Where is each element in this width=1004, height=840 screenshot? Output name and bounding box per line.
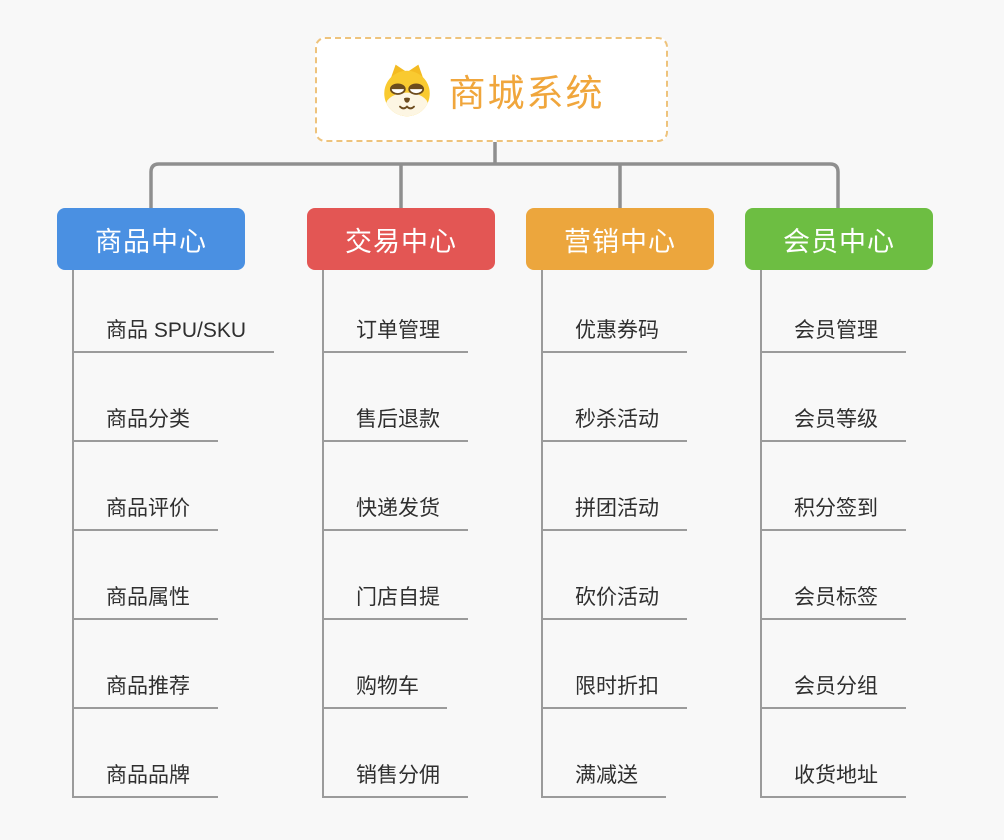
branch-node-member-center[interactable]: 会员中心	[745, 208, 933, 270]
leaf-node[interactable]: 秒杀活动	[543, 353, 687, 442]
leaf-node[interactable]: 收货地址	[762, 709, 906, 798]
leaf-node[interactable]: 商品推荐	[74, 620, 274, 709]
leaf-label: 积分签到	[762, 492, 906, 531]
leaf-label: 门店自提	[324, 581, 468, 620]
leaf-node[interactable]: 会员管理	[762, 264, 906, 353]
leaf-node[interactable]: 优惠券码	[543, 264, 687, 353]
product-center-children: 商品 SPU/SKU 商品分类 商品评价 商品属性 商品推荐 商品品牌	[72, 264, 275, 798]
leaf-label: 砍价活动	[543, 581, 687, 620]
leaf-node[interactable]: 会员标签	[762, 531, 906, 620]
leaf-node[interactable]: 会员分组	[762, 620, 906, 709]
leaf-label: 售后退款	[324, 403, 468, 442]
leaf-label: 优惠券码	[543, 314, 687, 353]
marketing-center-children: 优惠券码 秒杀活动 拼团活动 砍价活动 限时折扣 满减送	[541, 264, 687, 798]
leaf-node[interactable]: 商品评价	[74, 442, 274, 531]
leaf-label: 会员标签	[762, 581, 906, 620]
leaf-node[interactable]: 快递发货	[324, 442, 468, 531]
leaf-node[interactable]: 销售分佣	[324, 709, 468, 798]
branch-label: 商品中心	[95, 226, 207, 257]
leaf-label: 商品 SPU/SKU	[74, 314, 275, 353]
leaf-node[interactable]: 购物车	[324, 620, 468, 709]
leaf-node[interactable]: 限时折扣	[543, 620, 687, 709]
leaf-node[interactable]: 满减送	[543, 709, 687, 798]
leaf-label: 会员分组	[762, 670, 906, 709]
leaf-label: 会员管理	[762, 314, 906, 353]
leaf-label: 商品品牌	[74, 759, 218, 798]
leaf-label: 限时折扣	[543, 670, 687, 709]
leaf-node[interactable]: 砍价活动	[543, 531, 687, 620]
branch-label: 营销中心	[564, 226, 676, 257]
leaf-node[interactable]: 拼团活动	[543, 442, 687, 531]
branch-node-product-center[interactable]: 商品中心	[57, 208, 245, 270]
leaf-node[interactable]: 商品品牌	[74, 709, 274, 798]
branch-label: 交易中心	[345, 226, 457, 257]
leaf-label: 收货地址	[762, 759, 906, 798]
root-title: 商城系统	[448, 72, 605, 114]
leaf-node[interactable]: 商品分类	[74, 353, 274, 442]
main-rail-line	[149, 162, 840, 208]
leaf-node[interactable]: 售后退款	[324, 353, 468, 442]
leaf-label: 商品分类	[74, 403, 218, 442]
leaf-label: 拼团活动	[543, 492, 687, 531]
leaf-label: 销售分佣	[324, 759, 468, 798]
shiba-dog-icon	[383, 64, 430, 116]
leaf-label: 订单管理	[324, 314, 468, 353]
leaf-label: 商品推荐	[74, 670, 218, 709]
leaf-label: 会员等级	[762, 403, 906, 442]
leaf-label: 快递发货	[324, 492, 468, 531]
leaf-label: 满减送	[543, 759, 666, 798]
leaf-node[interactable]: 订单管理	[324, 264, 468, 353]
leaf-node[interactable]: 门店自提	[324, 531, 468, 620]
leaf-label: 商品属性	[74, 581, 218, 620]
root-node[interactable]: 商城系统	[315, 37, 668, 142]
branch-label: 会员中心	[783, 226, 895, 257]
leaf-node[interactable]: 商品属性	[74, 531, 274, 620]
member-center-children: 会员管理 会员等级 积分签到 会员标签 会员分组 收货地址	[760, 264, 906, 798]
leaf-label: 商品评价	[74, 492, 218, 531]
branch-node-trade-center[interactable]: 交易中心	[307, 208, 495, 270]
leaf-label: 购物车	[324, 670, 447, 709]
leaf-node[interactable]: 会员等级	[762, 353, 906, 442]
trade-center-children: 订单管理 售后退款 快递发货 门店自提 购物车 销售分佣	[322, 264, 468, 798]
leaf-label: 秒杀活动	[543, 403, 687, 442]
branch-node-marketing-center[interactable]: 营销中心	[526, 208, 714, 270]
leaf-node[interactable]: 积分签到	[762, 442, 906, 531]
leaf-node[interactable]: 商品 SPU/SKU	[74, 264, 275, 353]
